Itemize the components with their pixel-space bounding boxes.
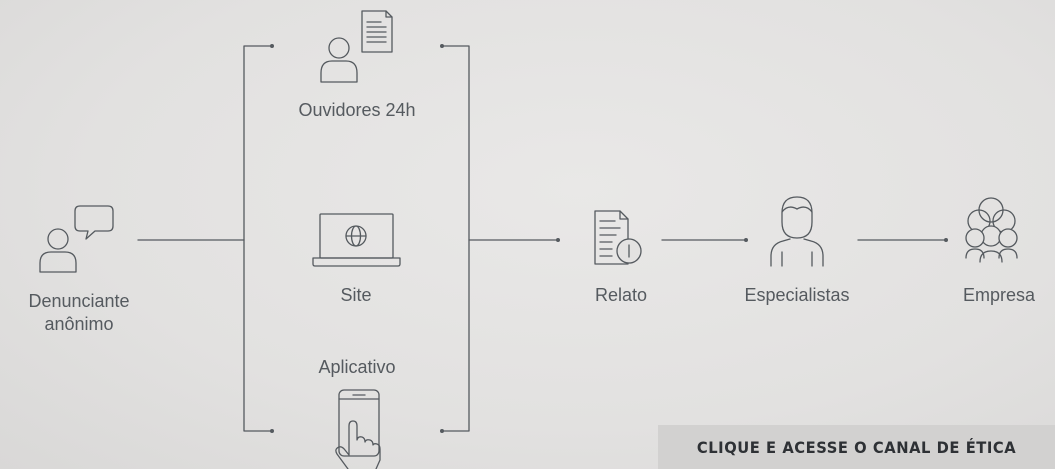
node-label-relato: Relato: [594, 285, 648, 305]
person-with-speech-bubble-icon: [39, 205, 114, 273]
person-with-document-icon: [320, 10, 393, 83]
canal-etica-button-label: CLIQUE E ACESSE O CANAL DE ÉTICA: [696, 437, 1017, 457]
arrow-dot: [944, 238, 948, 242]
bracket-dot: [270, 44, 274, 48]
left-bracket: [243, 45, 273, 432]
arrow-dot: [744, 238, 748, 242]
bracket-dot: [440, 429, 444, 433]
canal-etica-button[interactable]: CLIQUE E ACESSE O CANAL DE ÉTICA: [658, 425, 1055, 469]
smartphone-touch-icon: [335, 389, 381, 469]
specialist-person-icon: [770, 196, 824, 267]
bracket-dot: [270, 429, 274, 433]
laptop-globe-icon: [312, 213, 401, 267]
node-label-site: Site: [340, 285, 372, 305]
node-label-aplicativo: Aplicativo: [318, 357, 396, 377]
node-label-ouvidores: Ouvidores 24h: [298, 100, 416, 120]
node-label-denunciante: Denunciante anônimo: [28, 291, 130, 334]
report-document-icon: [594, 210, 642, 265]
bracket-dot: [440, 44, 444, 48]
right-bracket: [441, 45, 470, 432]
node-label-especialistas: Especialistas: [744, 285, 850, 305]
connectors: [137, 44, 948, 433]
node-label-empresa: Empresa: [963, 285, 1036, 305]
arrow-dot: [556, 238, 560, 242]
group-people-icon: [965, 197, 1018, 263]
